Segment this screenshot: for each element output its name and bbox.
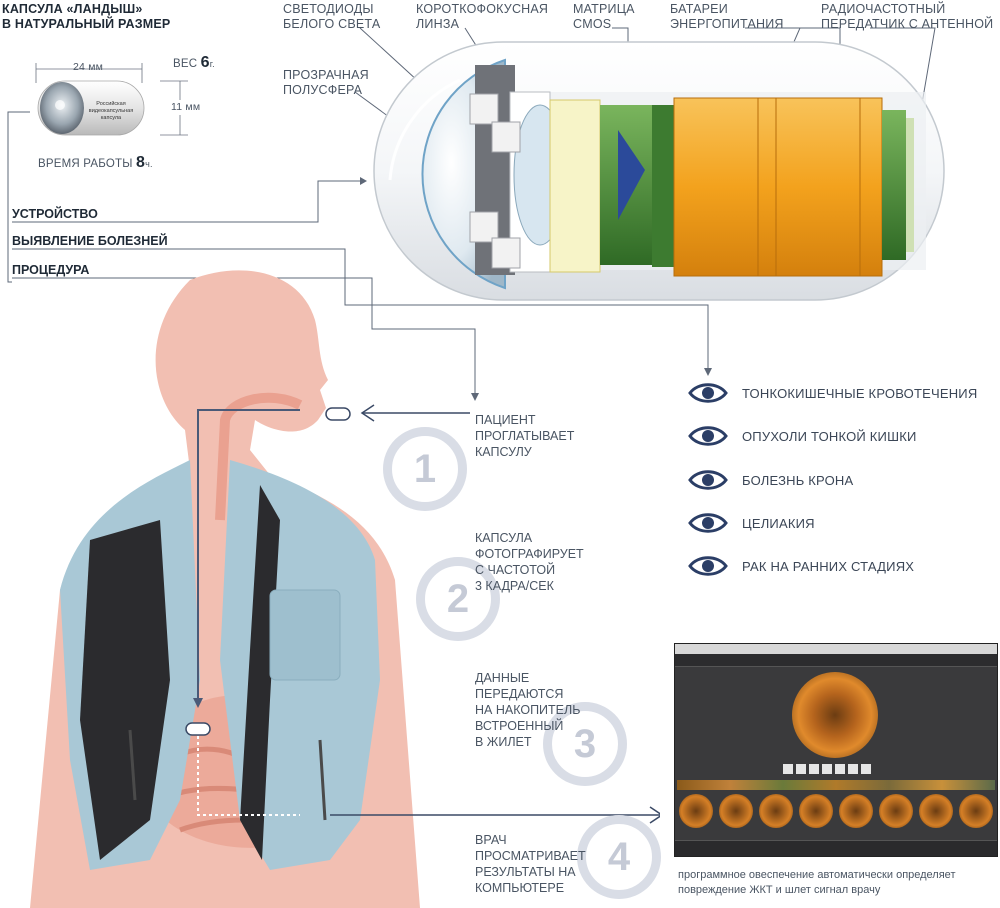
diameter-label: 11 мм (171, 101, 201, 113)
thumbnail-strip (677, 794, 997, 834)
eye-icon (688, 383, 728, 403)
title-line-2: В НАТУРАЛЬНЫЙ РАЗМЕР (2, 17, 171, 31)
endoscopy-frame (792, 672, 878, 758)
step-number-2: 2 (416, 557, 500, 641)
length-label: 24 мм (73, 61, 104, 73)
control-button (809, 764, 819, 774)
section-device: УСТРОЙСТВО (12, 207, 98, 221)
thumbnail (959, 794, 993, 828)
runtime-spec: ВРЕМЯ РАБОТЫ 8ч. (38, 155, 153, 172)
disease-item: ОПУХОЛИ ТОНКОЙ КИШКИ (688, 423, 917, 449)
timeline-bar (677, 780, 995, 790)
screenshot-caption: программное овеспечение автоматически оп… (678, 869, 956, 896)
weight-value: 6 (200, 54, 210, 71)
step-number-1: 1 (383, 427, 467, 511)
step-number-4: 4 (577, 815, 661, 899)
weight-spec: ВЕС 6г. (173, 55, 215, 72)
title-line-1: КАПСУЛА «ЛАНДЫШ» (2, 2, 143, 16)
thumbnail (799, 794, 833, 828)
runtime-label: ВРЕМЯ РАБОТЫ (38, 158, 133, 170)
runtime-unit: ч. (145, 159, 153, 169)
disease-label: ТОНКОКИШЕЧНЫЕ КРОВОТЕЧЕНИЯ (742, 385, 978, 401)
thumbnail (679, 794, 713, 828)
control-button (848, 764, 858, 774)
patient-figure (30, 270, 660, 908)
disease-item: ТОНКОКИШЕЧНЫЕ КРОВОТЕЧЕНИЯ (688, 380, 977, 406)
screenshot-toolbar (675, 654, 997, 667)
weight-unit: г. (209, 59, 215, 69)
disease-item: БОЛЕЗНЬ КРОНА (688, 467, 853, 493)
disease-label: РАК НА РАННИХ СТАДИЯХ (742, 558, 915, 574)
software-screenshot (674, 643, 998, 857)
runtime-value: 8 (136, 154, 146, 171)
capsule-text: Российская видеокапсульная капсула (88, 101, 134, 121)
step-number-3: 3 (543, 702, 627, 786)
control-button (835, 764, 845, 774)
eye-icon (688, 513, 728, 533)
disease-label: ЦЕЛИАКИЯ (742, 515, 815, 531)
section-procedure: ПРОЦЕДУРА (12, 263, 90, 277)
capsule-cross-section (373, 41, 945, 301)
screenshot-menubar (675, 644, 997, 654)
control-button (796, 764, 806, 774)
disease-label: БОЛЕЗНЬ КРОНА (742, 472, 854, 488)
thumbnail (839, 794, 873, 828)
capsule-real-size-figure (35, 63, 188, 136)
thumbnail (719, 794, 753, 828)
screenshot-statusbar (675, 840, 997, 856)
thumbnail (759, 794, 793, 828)
control-button (861, 764, 871, 774)
disease-item: РАК НА РАННИХ СТАДИЯХ (688, 553, 914, 579)
playback-controls (783, 764, 893, 776)
disease-item: ЦЕЛИАКИЯ (688, 510, 815, 536)
eye-icon (688, 556, 728, 576)
thumbnail (919, 794, 953, 828)
eye-icon (688, 470, 728, 490)
control-button (822, 764, 832, 774)
section-diseases: ВЫЯВЛЕНИЕ БОЛЕЗНЕЙ (12, 234, 168, 248)
eye-icon (688, 426, 728, 446)
disease-label: ОПУХОЛИ ТОНКОЙ КИШКИ (742, 428, 917, 444)
control-button (783, 764, 793, 774)
thumbnail (879, 794, 913, 828)
weight-label: ВЕС (173, 58, 198, 70)
